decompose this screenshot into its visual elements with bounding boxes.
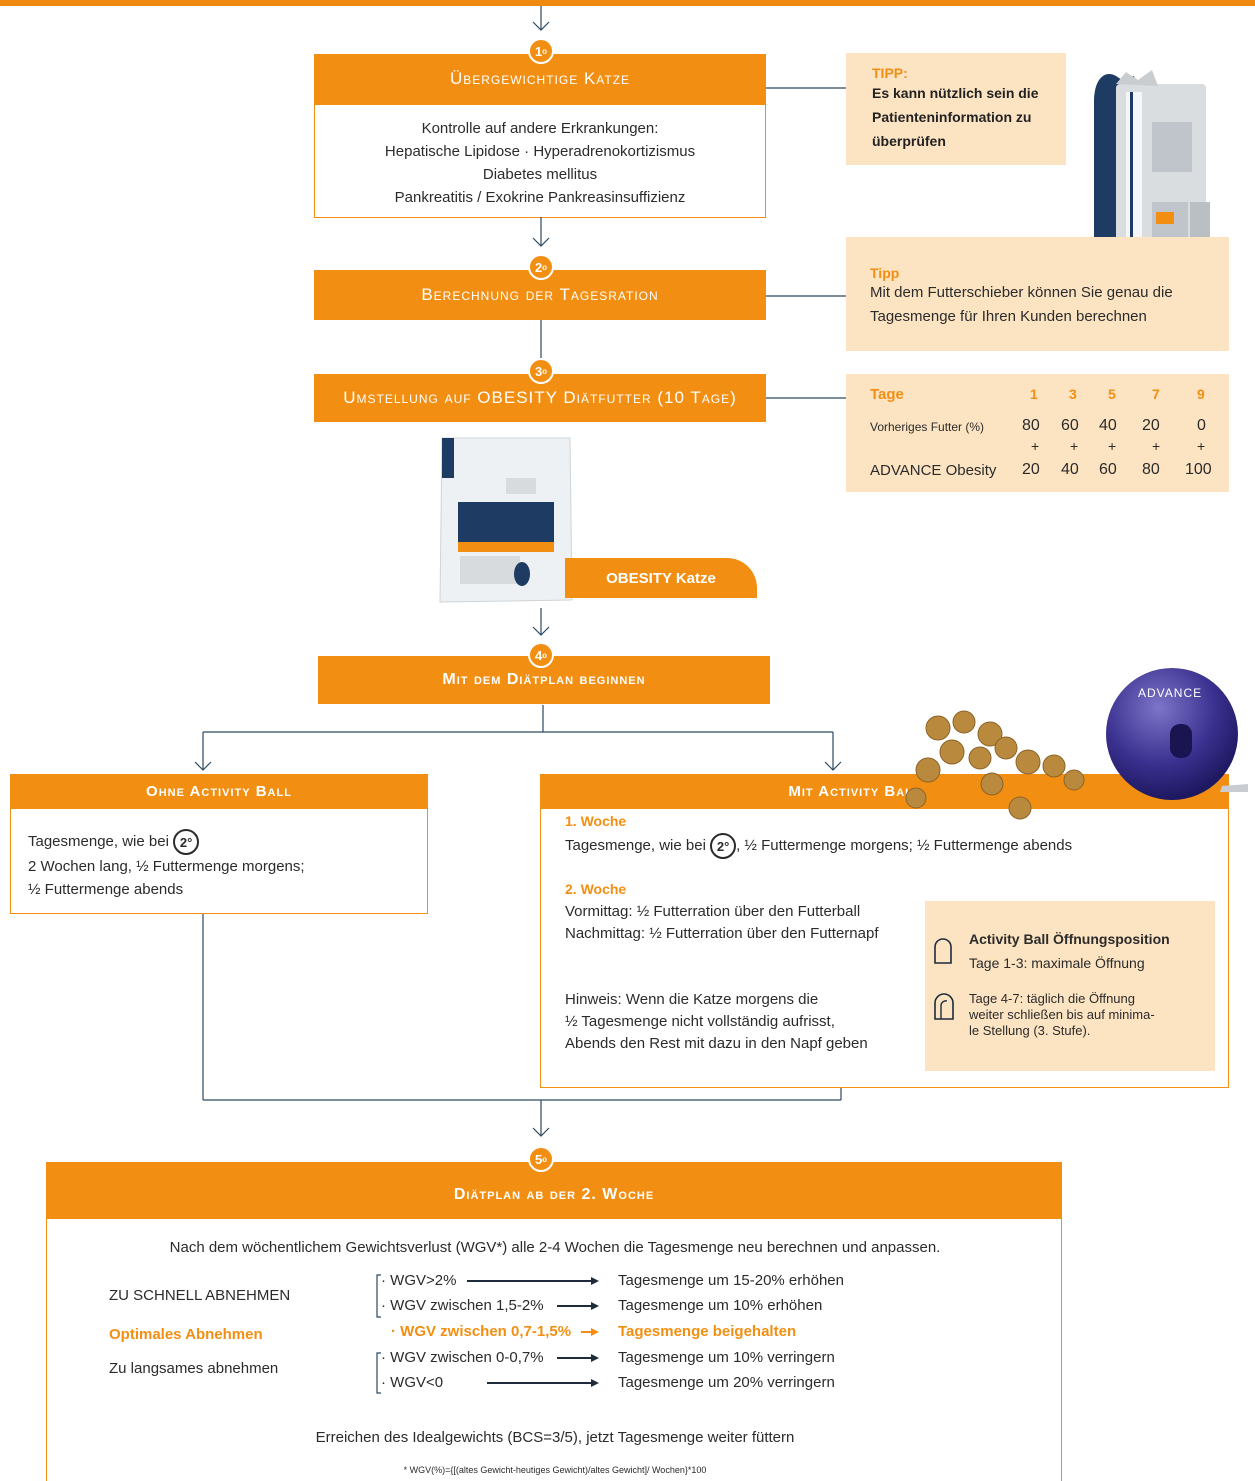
hint-text: Hinweis: Wenn die Katze morgens die ½ Ta… (565, 991, 868, 1052)
row2-value: 100 (1185, 461, 1212, 478)
step2-title: Berechnung der Tagesration (421, 285, 659, 304)
row1-value: 60 (1061, 417, 1079, 434)
day-cell: 1 (1030, 386, 1038, 402)
rule-arrows (376, 1274, 599, 1394)
left-branch-body: Tagesmenge, wie bei 2° 2 Wochen lang, ½ … (10, 808, 428, 914)
tip2-body: Mit dem Futterschieber können Sie genau … (870, 284, 1173, 325)
step1-line: Kontrolle auf andere Erkrankungen: (421, 120, 659, 137)
rule-action-optimal: Tagesmenge beigehalten (618, 1323, 797, 1340)
plus-sign: + (1197, 438, 1206, 454)
transition-days-table: Tage 1 3 5 7 9 Vorheriges Futter (%) 80 … (846, 374, 1229, 492)
rule-condition: · WGV<0 (381, 1374, 444, 1391)
row2-value: 60 (1099, 461, 1117, 478)
category-optimal: Optimales Abnehmen (109, 1326, 263, 1343)
ball-opening-box: Activity Ball Öffnungsposition Tage 1-3:… (925, 901, 1215, 1071)
day-cell: 9 (1197, 386, 1205, 402)
row2-label: ADVANCE Obesity (870, 462, 997, 479)
plus-sign: + (1070, 438, 1079, 454)
week2-text: Vormittag: ½ Futterration über den Futte… (565, 903, 879, 942)
left-line2: 2 Wochen lang, ½ Futtermenge morgens; (28, 858, 305, 875)
days-header-label: Tage (870, 386, 904, 403)
left-branch-title-box: Ohne Activity Ball (10, 774, 428, 808)
step5-intro: Nach dem wöchentlichem Gewichtsverlust (… (169, 1239, 941, 1256)
row2-value: 20 (1022, 461, 1040, 478)
obesity-product-bag-image (436, 432, 576, 608)
step3-title: Umstellung auf OBESITY Diätfutter (10 Ta… (343, 388, 737, 407)
category-fast: ZU SCHNELL ABNEHMEN (109, 1287, 291, 1304)
day-cell: 3 (1069, 386, 1077, 402)
tip2-title: Tipp (870, 265, 900, 281)
step4-title: Mit dem Diätplan beginnen (442, 671, 646, 688)
step2-ref-icon: 2° (710, 833, 737, 859)
week1-title: 1. Woche (565, 813, 627, 829)
right-branch-body: 1. Woche Tagesmenge, wie bei 2°, ½ Futte… (540, 808, 1229, 1088)
week1-text: Tagesmenge, wie bei 2°, ½ Futtermenge mo… (565, 833, 1072, 859)
feeding-slider-image (1086, 62, 1216, 272)
right-branch-title: Mit Activity Ball (788, 782, 921, 800)
ball-box-line2: Tage 4-7: täglich die Öffnung weiter sch… (969, 991, 1155, 1038)
step5-title-box: Diätplan ab der 2. Woche (46, 1162, 1062, 1218)
row1-value: 0 (1197, 417, 1206, 434)
left-line3: ½ Futtermenge abends (28, 881, 184, 898)
left-line1: Tagesmenge, wie bei (28, 832, 169, 850)
row2-value: 80 (1142, 461, 1160, 478)
goal-text: Erreichen des Idealgewichts (BCS=3/5), j… (315, 1429, 795, 1446)
step5-title: Diätplan ab der 2. Woche (453, 1186, 655, 1203)
activity-ball-image: ADVANCE (1102, 666, 1248, 806)
product-label: OBESITY Katze (606, 569, 716, 587)
day-cell: 5 (1108, 386, 1116, 402)
tip2-box: Tipp Mit dem Futterschieber können Sie g… (846, 237, 1229, 351)
open-position-icon (934, 938, 952, 964)
rule-action: Tagesmenge um 10% erhöhen (618, 1297, 823, 1314)
product-label-tab: OBESITY Katze (565, 558, 757, 598)
week2-title: 2. Woche (565, 881, 627, 897)
plus-sign: + (1108, 438, 1117, 454)
day-cell: 7 (1152, 386, 1160, 402)
step2-title-box: Berechnung der Tagesration (314, 270, 766, 320)
step1-line: Pankreatitis / Exokrine Pankreasinsuffiz… (394, 189, 686, 206)
tip1-box: TIPP: Es kann nützlich sein die Patiente… (846, 53, 1066, 165)
step1-title: Übergewichtige Katze (449, 69, 631, 88)
row1-value: 20 (1142, 417, 1160, 434)
plus-sign: + (1152, 438, 1161, 454)
row1-value: 80 (1022, 417, 1040, 434)
category-slow: Zu langsames abnehmen (109, 1360, 279, 1377)
top-accent-bar (0, 0, 1255, 6)
step1-line: Diabetes mellitus (482, 166, 598, 183)
rule-condition: · WGV zwischen 1,5-2% (381, 1297, 544, 1314)
step5-body: Nach dem wöchentlichem Gewichtsverlust (… (46, 1218, 1062, 1481)
kibble-image (898, 700, 1108, 830)
row1-value: 40 (1099, 417, 1117, 434)
step1-line: Hepatische Lipidose · Hyperadrenokortizi… (384, 143, 696, 160)
rule-condition: · WGV>2% (381, 1272, 457, 1289)
right-branch-title-box: Mit Activity Ball (540, 774, 1229, 808)
rule-condition-optimal: · WGV zwischen 0,7-1,5% (391, 1323, 572, 1340)
plus-sign: + (1031, 438, 1040, 454)
ball-box-title: Activity Ball Öffnungsposition (969, 931, 1170, 947)
step1-body-box: Kontrolle auf andere Erkrankungen: Hepat… (314, 104, 766, 218)
ball-box-line1: Tage 1-3: maximale Öffnung (969, 955, 1145, 971)
row1-label: Vorheriges Futter (%) (870, 420, 985, 434)
row2-value: 40 (1061, 461, 1079, 478)
left-branch-title: Ohne Activity Ball (146, 782, 292, 800)
footnote: * WGV(%)={[(altes Gewicht-heutiges Gewic… (403, 1465, 707, 1475)
step3-title-box: Umstellung auf OBESITY Diätfutter (10 Ta… (314, 374, 766, 422)
rule-condition: · WGV zwischen 0-0,7% (381, 1349, 544, 1366)
tip1-body: Es kann nützlich sein die Patienteninfor… (872, 85, 1039, 149)
ball-brand-label: ADVANCE (1138, 686, 1203, 700)
rule-action: Tagesmenge um 20% verringern (618, 1374, 835, 1391)
closing-position-icon (934, 993, 954, 1020)
tip1-title: TIPP: (872, 65, 908, 81)
rule-action: Tagesmenge um 15-20% erhöhen (618, 1272, 844, 1289)
step2-ref-icon: 2° (173, 829, 200, 855)
rule-action: Tagesmenge um 10% verringern (618, 1349, 835, 1366)
step4-title-box: Mit dem Diätplan beginnen (318, 656, 770, 704)
